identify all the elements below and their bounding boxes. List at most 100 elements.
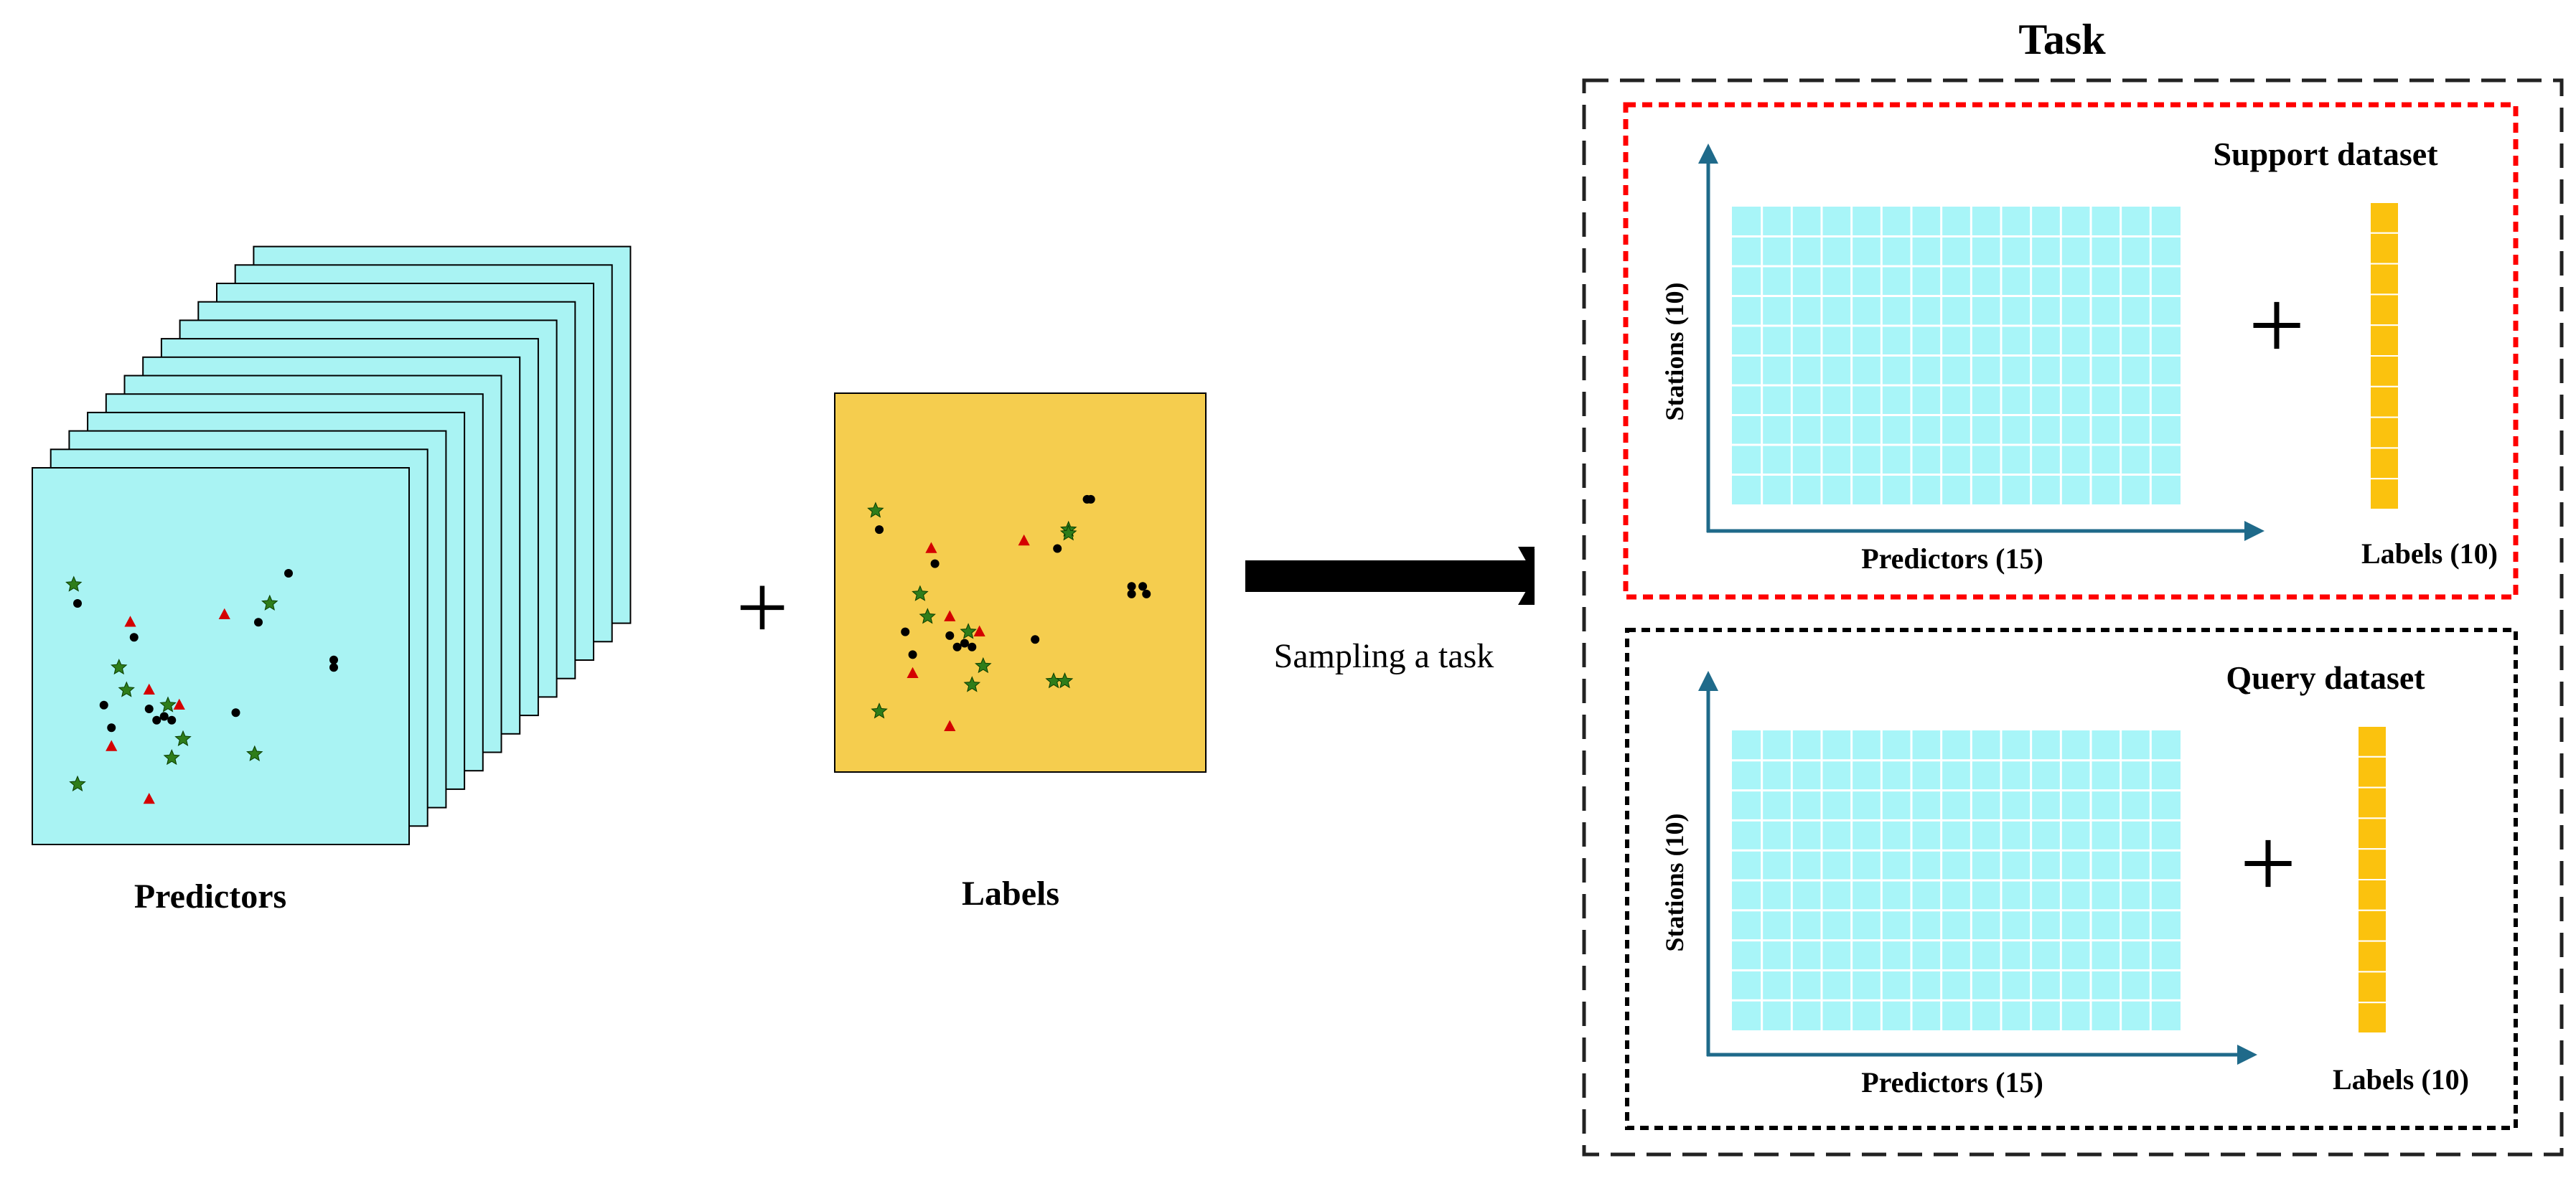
- label-marker-circle: [952, 642, 962, 651]
- label-cell: [2369, 478, 2399, 511]
- label-cell: [2369, 385, 2399, 418]
- label-cell: [2357, 848, 2387, 880]
- label-cell: [2369, 324, 2399, 357]
- predictor-marker-star: [65, 575, 83, 592]
- predictor-marker-triangle: [106, 740, 118, 751]
- label-marker-circle: [1053, 544, 1062, 553]
- support-title: Support dataset: [2213, 136, 2438, 172]
- query-labels-caption: Labels (10): [2333, 1063, 2469, 1096]
- predictor-marker-circle: [99, 700, 108, 710]
- predictor-marker-circle: [167, 715, 177, 725]
- label-marker-circle: [1031, 635, 1040, 644]
- support-x-axis-label: Predictors (15): [1861, 542, 2043, 575]
- predictor-marker-circle: [329, 655, 338, 664]
- label-marker-star: [1059, 524, 1077, 541]
- query-y-axis-label: Stations (10): [1660, 813, 1689, 951]
- predictor-marker-circle: [231, 708, 240, 717]
- predictor-marker-triangle: [143, 793, 155, 804]
- support-dataset-block: Support dataset Stations (10) Predictors…: [1623, 102, 2519, 600]
- label-marker-triangle: [907, 667, 919, 679]
- predictor-marker-circle: [254, 618, 263, 627]
- predictor-marker-star: [118, 681, 135, 697]
- predictor-marker-star: [163, 749, 180, 766]
- support-y-axis-label: Stations (10): [1660, 282, 1689, 420]
- task-border: [1582, 78, 2564, 1157]
- label-marker-circle: [1086, 494, 1095, 504]
- label-marker-star: [867, 502, 884, 518]
- label-marker-circle: [930, 559, 940, 568]
- predictor-marker-star: [111, 659, 128, 675]
- predictor-stack: [32, 245, 632, 845]
- predictor-marker-circle: [107, 723, 116, 733]
- label-marker-triangle: [944, 610, 956, 621]
- label-cell: [2369, 293, 2399, 326]
- support-x-axis-arrow-icon: [2244, 521, 2264, 541]
- predictor-marker-circle: [144, 705, 154, 713]
- predictor-marker-star: [246, 745, 263, 761]
- label-cell: [2369, 202, 2399, 234]
- query-grid: [1732, 730, 2181, 1030]
- support-border: [1623, 102, 2519, 600]
- label-cell: [2357, 940, 2387, 973]
- predictor-marker-star: [261, 594, 278, 611]
- query-labels-bar: [2357, 725, 2387, 1034]
- label-marker-circle: [968, 642, 977, 651]
- label-cell: [2369, 416, 2399, 449]
- predictor-markers: [65, 569, 338, 804]
- label-marker-circle: [960, 639, 969, 648]
- labels-caption: Labels: [962, 875, 1059, 913]
- arrow-head-icon: [1518, 547, 1535, 605]
- predictor-marker-triangle: [143, 683, 155, 695]
- plus-icon: +: [736, 556, 788, 659]
- label-marker-circle: [1138, 582, 1148, 591]
- label-marker-star: [912, 585, 929, 601]
- task-title: Task: [2018, 16, 2106, 63]
- label-cell: [2357, 725, 2387, 758]
- query-y-axis-arrow-icon: [1698, 671, 1718, 691]
- label-cell: [2357, 786, 2387, 819]
- label-cell: [2357, 909, 2387, 942]
- predictor-marker-circle: [284, 569, 293, 578]
- predictor-marker-circle: [129, 633, 139, 642]
- label-marker-circle: [875, 525, 884, 535]
- predictor-marker-triangle: [218, 608, 230, 620]
- predictor-marker-circle: [73, 599, 82, 608]
- query-dataset-block: Query dataset Stations (10) Predictors (…: [1625, 628, 2518, 1130]
- sampling-arrow: [1245, 547, 1535, 605]
- labels-panel-background: [834, 392, 1207, 773]
- label-marker-triangle: [1018, 534, 1030, 546]
- predictor-marker-star: [174, 730, 192, 746]
- label-marker-star: [960, 623, 977, 639]
- label-cell: [2357, 971, 2387, 1004]
- predictors-caption: Predictors: [134, 877, 286, 916]
- query-title: Query dataset: [2226, 659, 2425, 696]
- label-marker-star: [871, 702, 888, 719]
- label-cell: [2357, 817, 2387, 850]
- predictor-marker-circle: [152, 715, 161, 725]
- label-marker-circle: [945, 631, 955, 640]
- query-x-axis-label: Predictors (15): [1861, 1066, 2043, 1098]
- label-marker-triangle: [925, 542, 937, 553]
- label-marker-triangle: [973, 625, 985, 636]
- label-cell: [2369, 355, 2399, 387]
- label-cell: [2357, 756, 2387, 789]
- label-marker-triangle: [944, 720, 956, 731]
- support-y-axis-arrow-icon: [1698, 143, 1718, 164]
- label-marker-circle: [901, 627, 910, 636]
- predictor-marker-star: [69, 775, 86, 791]
- label-marker-circle: [1127, 582, 1136, 591]
- label-marker-star: [1056, 672, 1074, 689]
- label-cell: [2369, 232, 2399, 265]
- predictor-marker-circle: [159, 712, 169, 721]
- label-cell: [2357, 879, 2387, 911]
- query-plus-icon: +: [2240, 808, 2297, 919]
- label-marker-circle: [1142, 589, 1151, 598]
- query-x-axis-arrow-icon: [2237, 1045, 2257, 1065]
- label-marker-star: [975, 657, 992, 674]
- support-labels-caption: Labels (10): [2361, 537, 2498, 570]
- labels-markers: [867, 494, 1151, 731]
- support-plus-icon: +: [2249, 270, 2305, 381]
- label-cell: [2357, 1002, 2387, 1034]
- arrow-caption: Sampling a task: [1274, 637, 1494, 675]
